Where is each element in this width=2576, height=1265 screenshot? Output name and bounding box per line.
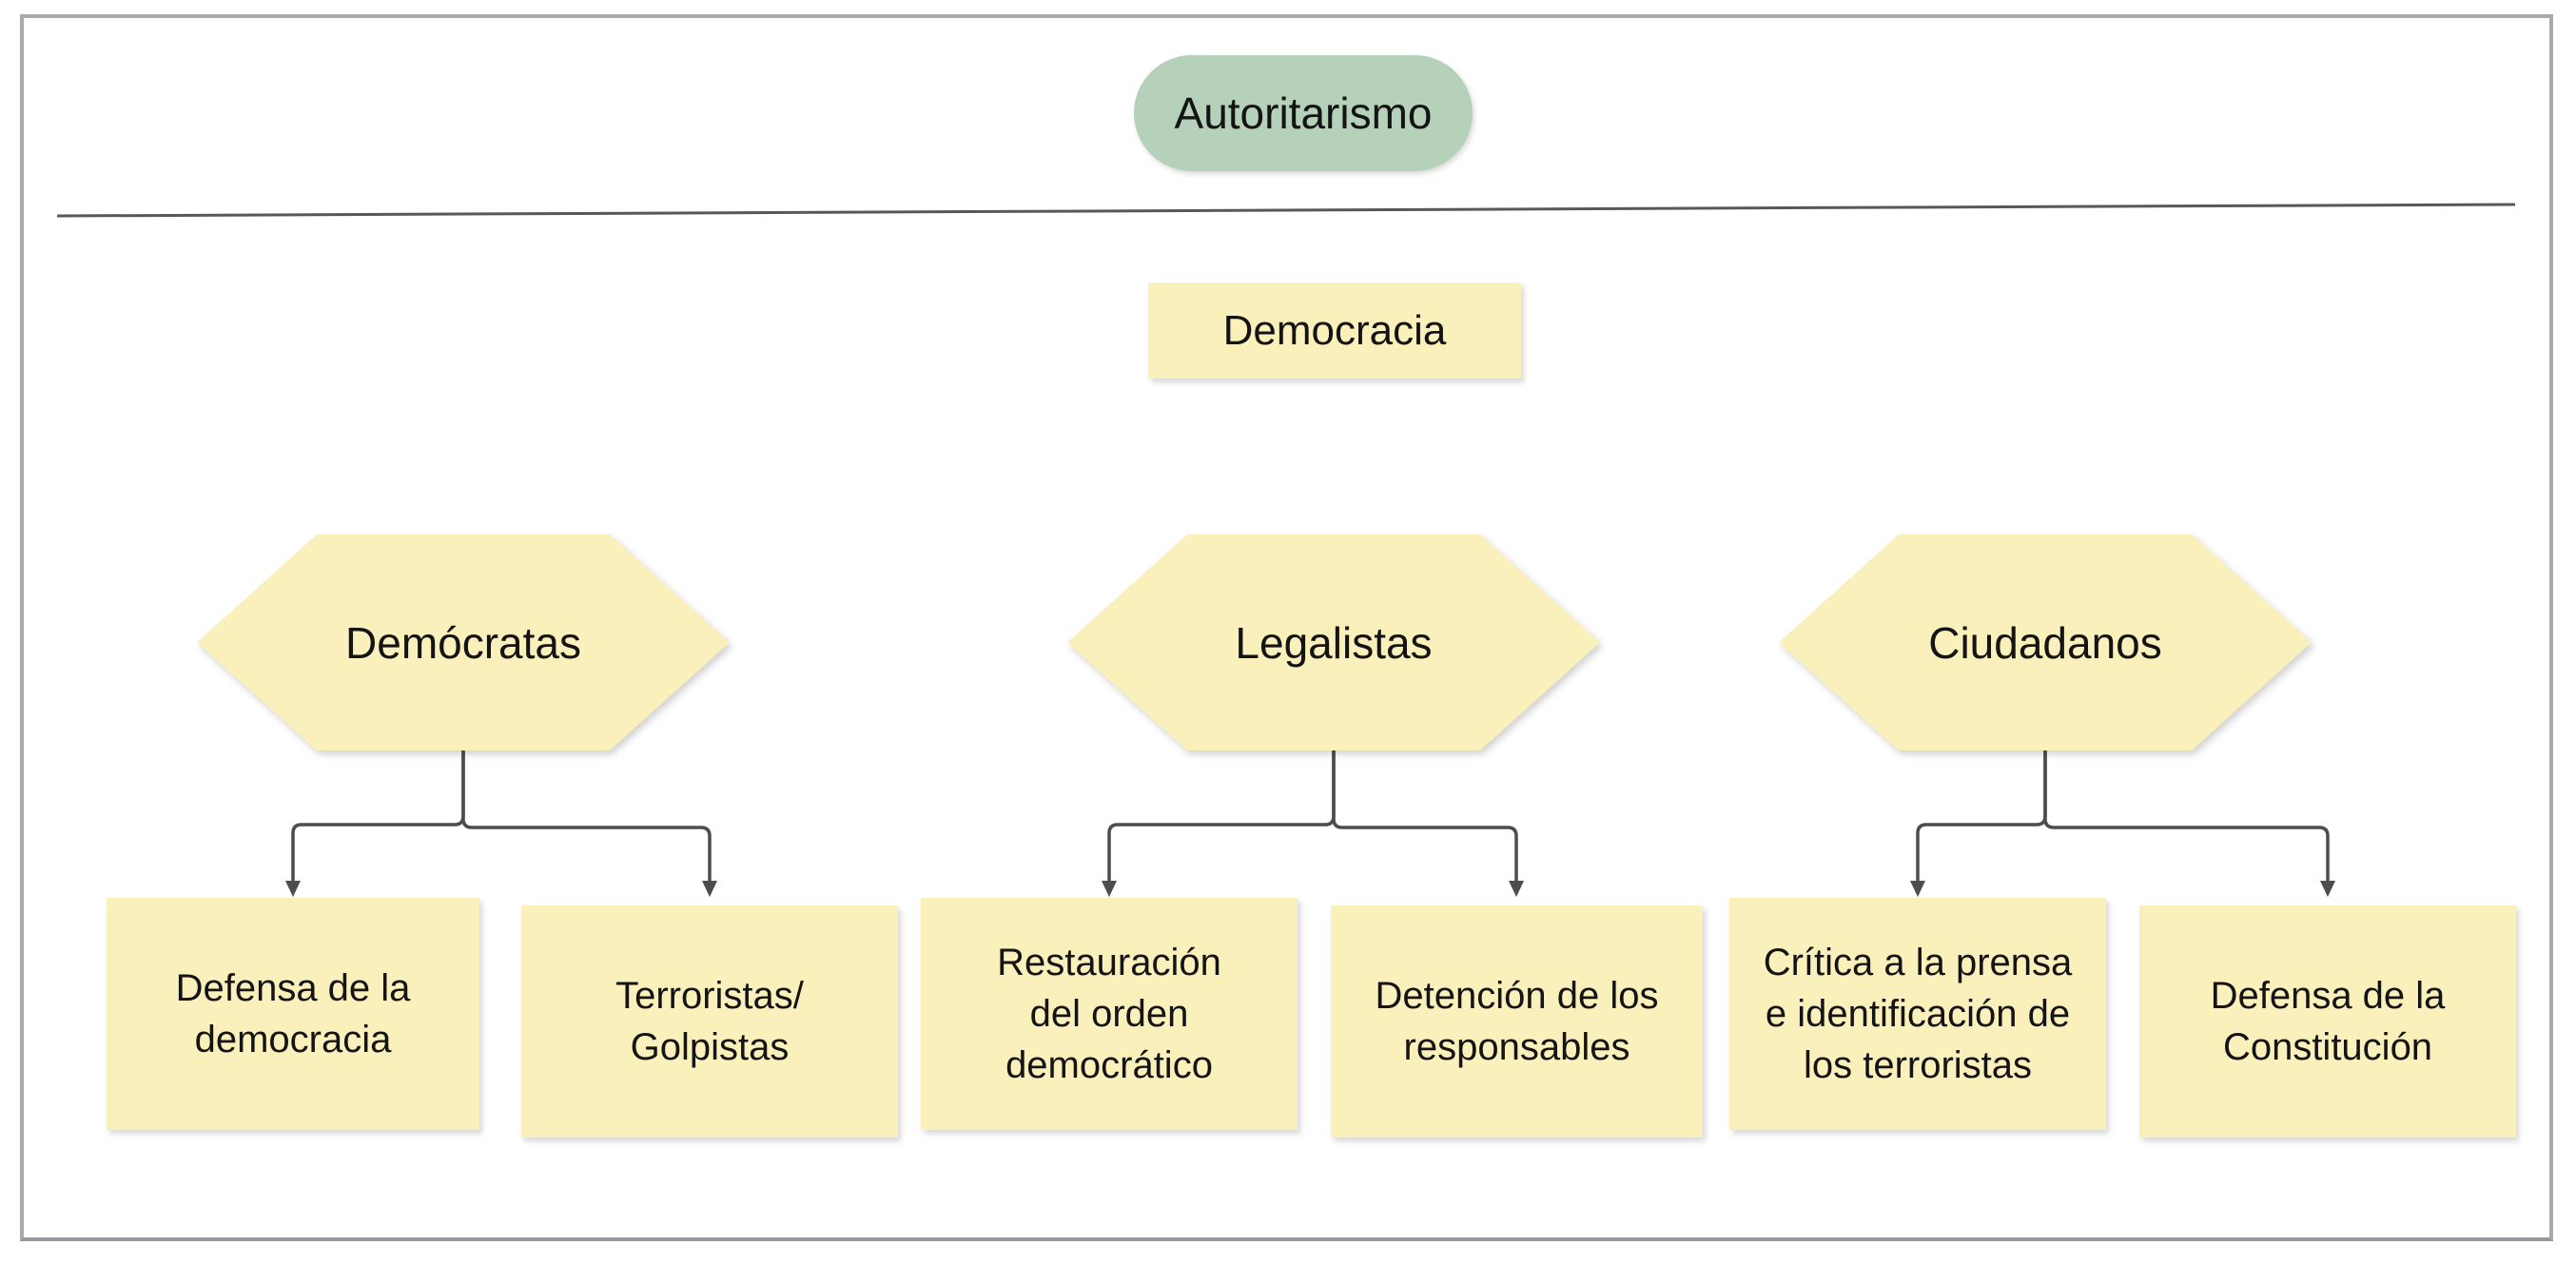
leaf-label: Detención de los responsables: [1375, 975, 1659, 1068]
leaf-label: Crítica a la prensa e identificación de …: [1763, 942, 2073, 1086]
hexagon-node-legalistas: Legalistas: [1067, 535, 1600, 750]
root-node-autoritarismo: Autoritarismo: [1134, 55, 1473, 171]
hexagon-label: Demócratas: [345, 617, 581, 668]
leaf-node-defensa-constitucion: Defensa de la Constitución: [2139, 905, 2516, 1138]
root-node-label: Autoritarismo: [1174, 88, 1433, 138]
leaf-node-defensa-democracia: Defensa de la democracia: [107, 898, 479, 1130]
leaf-label: Terroristas/ Golpistas: [615, 975, 804, 1068]
hexagon-label: Ciudadanos: [1928, 617, 2162, 668]
leaf-node-detencion-responsables: Detención de los responsables: [1331, 905, 1703, 1138]
leaf-label: Defensa de la Constitución: [2210, 975, 2446, 1068]
node-democracia: Democracia: [1148, 282, 1521, 379]
hexagon-shape: Legalistas: [1067, 535, 1600, 750]
hexagon-label: Legalistas: [1235, 617, 1433, 668]
node-democracia-label: Democracia: [1222, 306, 1447, 354]
leaf-label: Defensa de la democracia: [175, 967, 411, 1061]
leaf-node-critica-prensa: Crítica a la prensa e identificación de …: [1729, 898, 2106, 1130]
leaf-label: Restauración del orden democrático: [997, 942, 1221, 1086]
hexagon-shape: Demócratas: [197, 535, 730, 750]
leaf-node-restauracion-orden: Restauración del orden democrático: [921, 898, 1298, 1130]
hexagon-node-democratas: Demócratas: [197, 535, 730, 750]
hexagon-shape: Ciudadanos: [1779, 535, 2312, 750]
leaf-node-terroristas-golpistas: Terroristas/ Golpistas: [521, 905, 898, 1138]
hexagon-node-ciudadanos: Ciudadanos: [1779, 535, 2312, 750]
